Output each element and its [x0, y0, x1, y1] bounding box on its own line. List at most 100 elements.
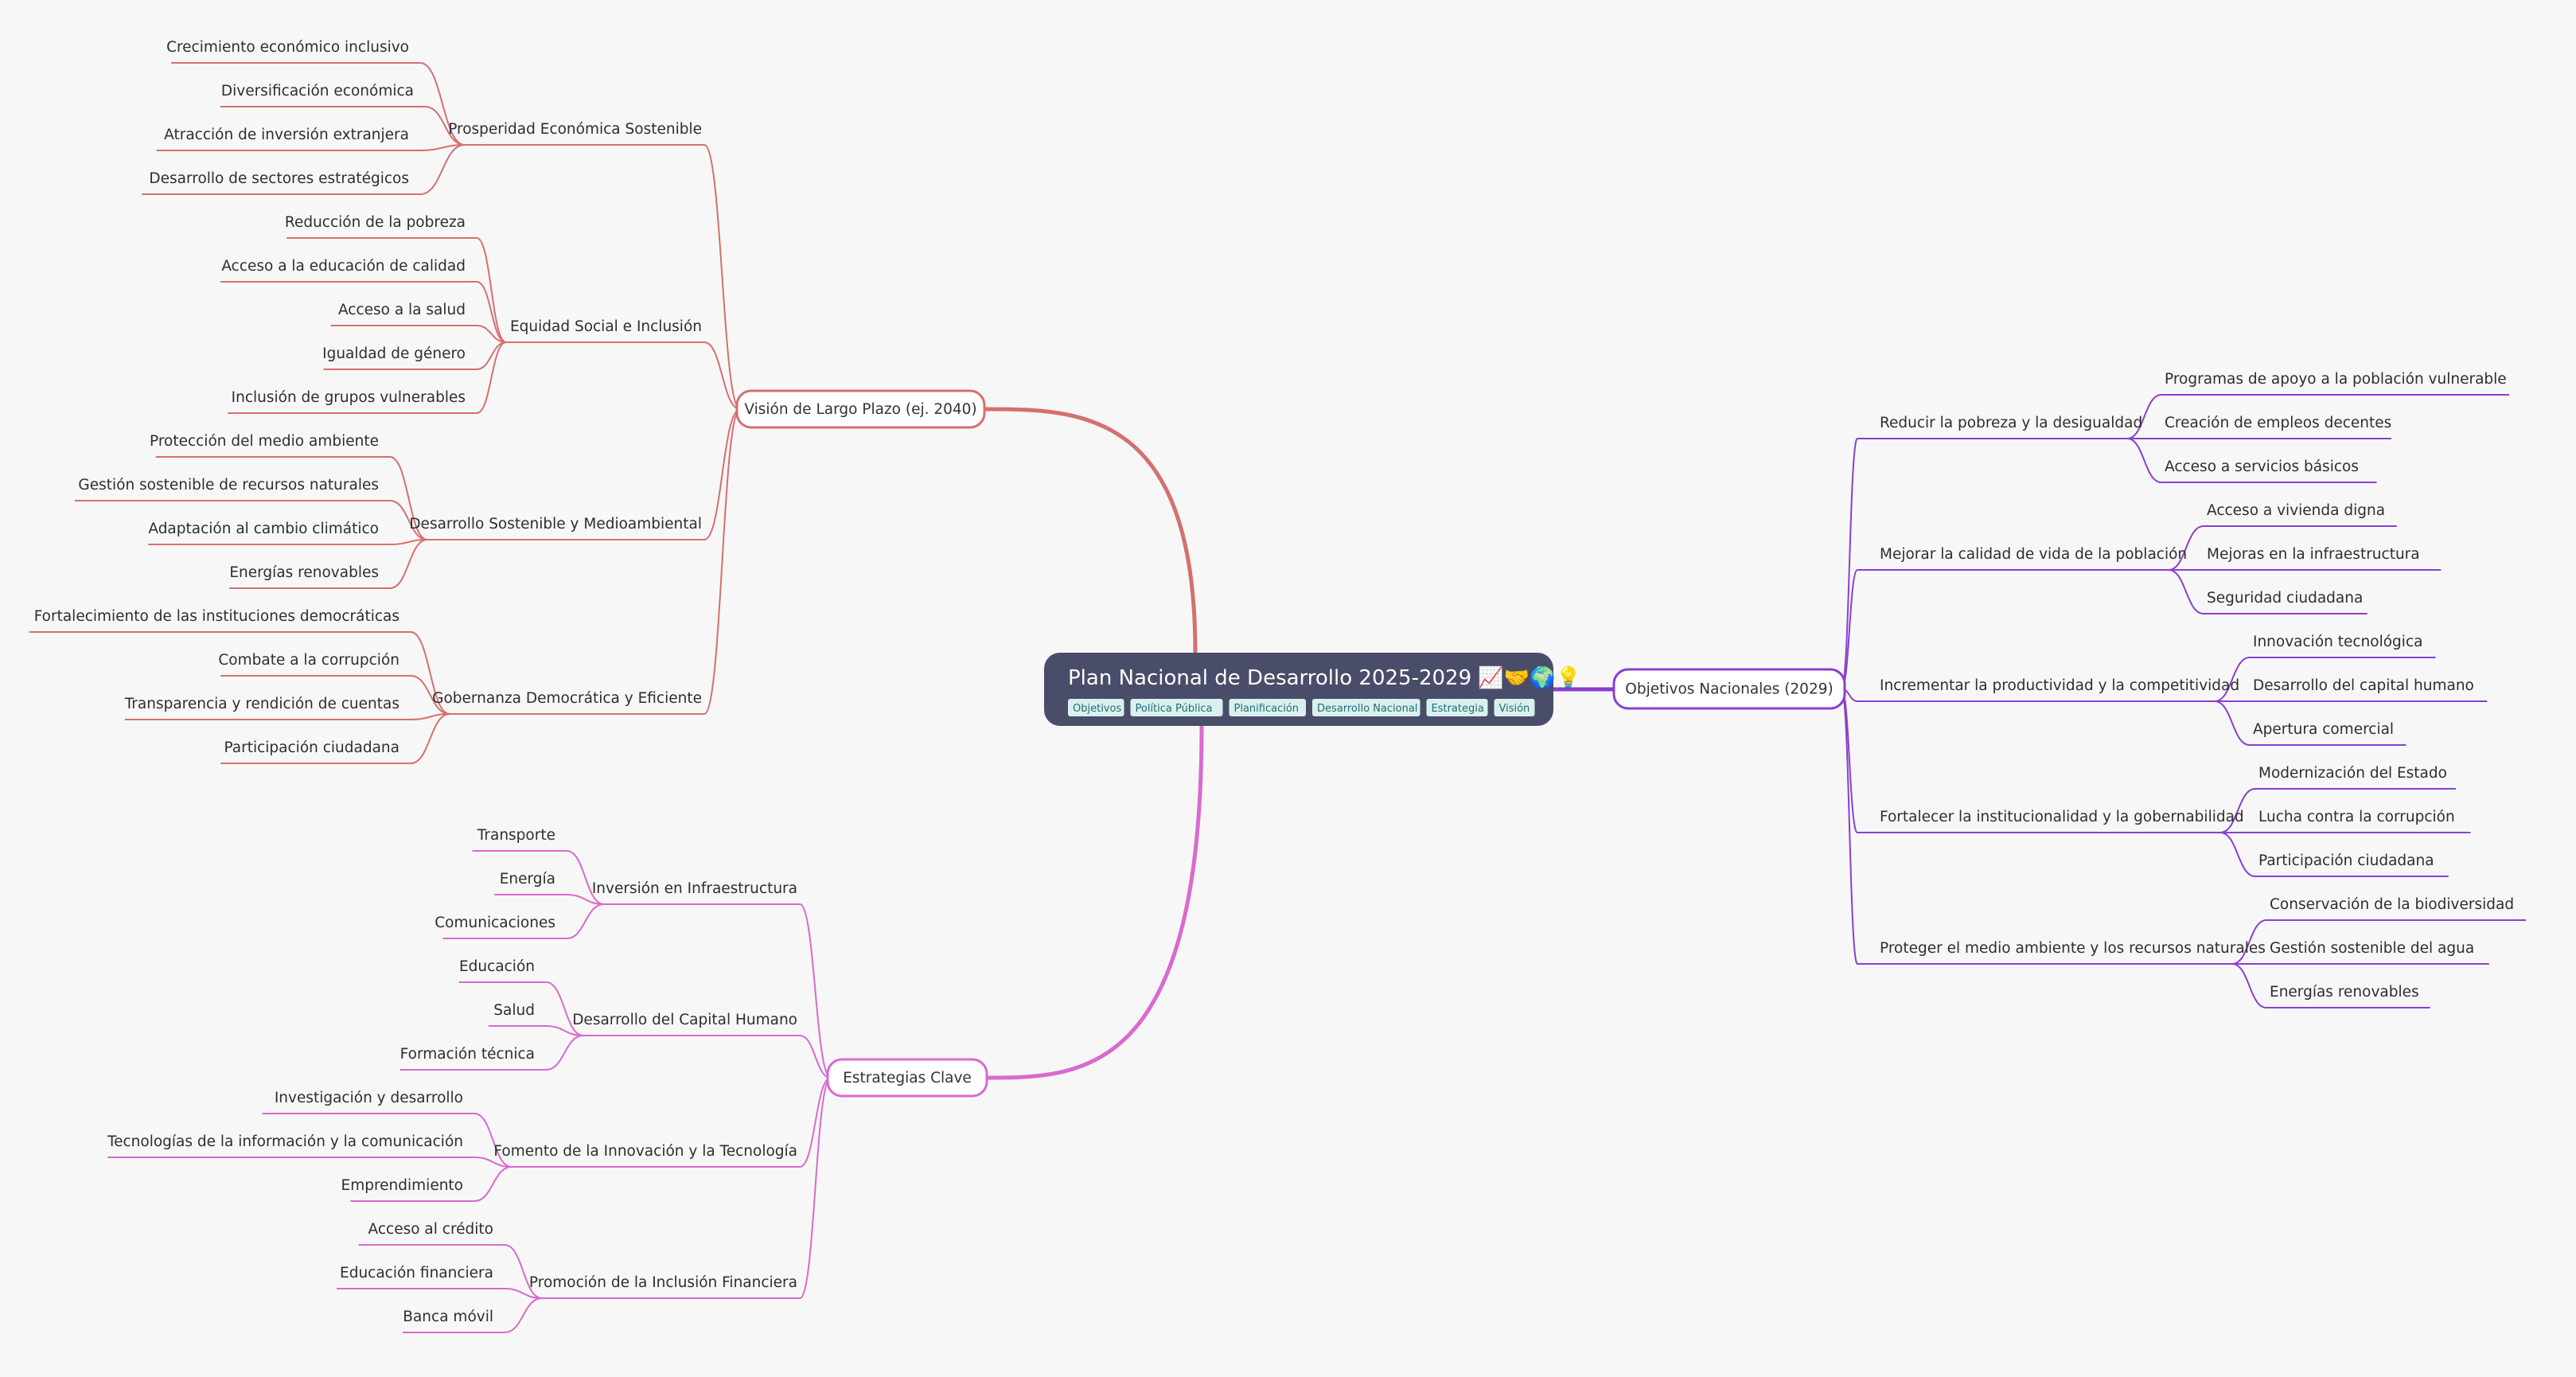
- leaf-banca-movil[interactable]: Banca móvil: [403, 1309, 493, 1325]
- leaf-educacion[interactable]: Educación: [459, 958, 535, 975]
- leaf-label: Energías renovables: [2270, 984, 2419, 1001]
- topic-incrementar-la-productividad-y-la-compet[interactable]: Incrementar la productividad y la compet…: [1880, 677, 2239, 694]
- leaf-label: Crecimiento económico inclusivo: [166, 39, 409, 56]
- leaf-reduccion-de-la-pobreza[interactable]: Reducción de la pobreza: [285, 214, 466, 231]
- topic-fortalecer-la-institucionalidad-y-la-gob[interactable]: Fortalecer la institucionalidad y la gob…: [1880, 809, 2244, 825]
- leaf-label: Investigación y desarrollo: [275, 1090, 463, 1106]
- root-node[interactable]: Plan Nacional de Desarrollo 2025-2029 📈🤝…: [1044, 653, 1581, 726]
- leaf-acceso-a-vivienda-digna[interactable]: Acceso a vivienda digna: [2207, 502, 2385, 519]
- tag-estrategia[interactable]: Estrategia: [1426, 699, 1488, 716]
- leaf-participacion-ciudadana[interactable]: Participación ciudadana: [224, 739, 399, 756]
- leaf-transporte[interactable]: Transporte: [477, 827, 555, 844]
- topic-mejorar-la-calidad-de-vida-de-la-poblaci[interactable]: Mejorar la calidad de vida de la poblaci…: [1880, 546, 2187, 563]
- leaf-participacion-ciudadana[interactable]: Participación ciudadana: [2258, 852, 2434, 869]
- branch-label: Visión de Largo Plazo (ej. 2040): [744, 401, 976, 418]
- topic-equidad-social-e-inclusion[interactable]: Equidad Social e Inclusión: [510, 318, 702, 335]
- connector-line: [2168, 569, 2204, 614]
- leaf-label: Energía: [500, 871, 555, 887]
- leaf-creacion-de-empleos-decentes[interactable]: Creación de empleos decentes: [2165, 415, 2391, 431]
- topic-label: Desarrollo Sostenible y Medioambiental: [409, 516, 702, 532]
- leaf-gestion-sostenible-del-agua[interactable]: Gestión sostenible del agua: [2270, 940, 2474, 957]
- leaf-label: Seguridad ciudadana: [2207, 590, 2363, 607]
- leaf-combate-a-la-corrupcion[interactable]: Combate a la corrupción: [218, 652, 399, 669]
- leaf-innovacion-tecnologica[interactable]: Innovación tecnológica: [2253, 634, 2422, 650]
- topic-label: Inversión en Infraestructura: [592, 880, 797, 897]
- leaf-mejoras-en-la-infraestructura[interactable]: Mejoras en la infraestructura: [2207, 546, 2420, 563]
- leaf-label: Tecnologías de la información y la comun…: [107, 1133, 463, 1150]
- leaf-lucha-contra-la-corrupcion[interactable]: Lucha contra la corrupción: [2258, 809, 2455, 825]
- leaf-energias-renovables[interactable]: Energías renovables: [2270, 984, 2419, 1001]
- leaf-label: Educación: [459, 958, 535, 975]
- leaf-emprendimiento[interactable]: Emprendimiento: [341, 1177, 463, 1194]
- topic-inversion-en-infraestructura[interactable]: Inversión en Infraestructura: [592, 880, 797, 897]
- leaf-inclusion-de-grupos-vulnerables[interactable]: Inclusión de grupos vulnerables: [232, 389, 466, 406]
- leaf-formacion-tecnica[interactable]: Formación técnica: [400, 1046, 535, 1063]
- connector-line: [389, 539, 428, 589]
- tag-planificacion[interactable]: Planificación: [1229, 699, 1307, 716]
- leaf-adaptacion-al-cambio-climatico[interactable]: Adaptación al cambio climático: [148, 521, 379, 537]
- topic-fomento-de-la-innovacion-y-la-tecnologia[interactable]: Fomento de la Innovación y la Tecnología: [493, 1143, 797, 1160]
- connector-line: [504, 1288, 543, 1299]
- tag-desarrollo-nacional[interactable]: Desarrollo Nacional: [1312, 699, 1421, 716]
- leaf-atraccion-de-inversion-extranjera[interactable]: Atracción de inversión extranjera: [164, 127, 409, 143]
- topic-label: Desarrollo del Capital Humano: [572, 1012, 797, 1028]
- leaf-label: Acceso a servicios básicos: [2165, 458, 2359, 475]
- leaf-label: Acceso a vivienda digna: [2207, 502, 2385, 519]
- leaf-transparencia-y-rendicion-de-cuentas[interactable]: Transparencia y rendición de cuentas: [124, 696, 399, 712]
- leaf-tecnologias-de-la-informacion-y-la-comun[interactable]: Tecnologías de la información y la comun…: [107, 1133, 463, 1150]
- leaf-desarrollo-de-sectores-estrategicos[interactable]: Desarrollo de sectores estratégicos: [149, 170, 409, 187]
- root-title: Plan Nacional de Desarrollo 2025-2029 📈🤝…: [1068, 665, 1581, 690]
- connector-line: [545, 1035, 584, 1071]
- tag-politica-publica[interactable]: Política Pública: [1130, 699, 1223, 716]
- leaf-acceso-a-la-salud[interactable]: Acceso a la salud: [338, 302, 466, 318]
- leaf-gestion-sostenible-de-recursos-naturales[interactable]: Gestión sostenible de recursos naturales: [78, 477, 379, 493]
- leaf-label: Salud: [493, 1002, 535, 1019]
- connector-line: [566, 894, 605, 905]
- leaf-desarrollo-del-capital-humano[interactable]: Desarrollo del capital humano: [2253, 677, 2474, 694]
- leaf-conservacion-de-la-biodiversidad[interactable]: Conservación de la biodiversidad: [2270, 896, 2514, 913]
- leaf-acceso-a-servicios-basicos[interactable]: Acceso a servicios básicos: [2165, 458, 2359, 475]
- leaf-acceso-a-la-educacion-de-calidad[interactable]: Acceso a la educación de calidad: [221, 258, 466, 275]
- leaf-programas-de-apoyo-a-la-poblacion-vulner[interactable]: Programas de apoyo a la población vulner…: [2165, 371, 2507, 388]
- connector-line: [474, 1157, 512, 1168]
- topic-reducir-la-pobreza-y-la-desigualdad[interactable]: Reducir la pobreza y la desigualdad: [1880, 415, 2142, 431]
- leaf-label: Gestión sostenible de recursos naturales: [78, 477, 379, 493]
- leaf-fortalecimiento-de-las-instituciones-dem[interactable]: Fortalecimiento de las instituciones dem…: [34, 608, 399, 625]
- leaf-diversificacion-economica[interactable]: Diversificación económica: [221, 83, 414, 99]
- branch-label: Estrategias Clave: [843, 1070, 972, 1086]
- branch-node-estrategias-clave[interactable]: Estrategias Clave: [826, 1058, 988, 1098]
- branch-node-objetivos-nacionales-2029[interactable]: Objetivos Nacionales (2029): [1612, 668, 1846, 710]
- leaf-energias-renovables[interactable]: Energías renovables: [229, 564, 379, 581]
- branch-box: [735, 389, 986, 429]
- leaf-salud[interactable]: Salud: [493, 1002, 535, 1019]
- leaf-comunicaciones[interactable]: Comunicaciones: [435, 915, 555, 931]
- connector-line: [476, 237, 507, 343]
- tag-vision[interactable]: Visión: [1494, 699, 1535, 716]
- topic-promocion-de-la-inclusion-financiera[interactable]: Promoción de la Inclusión Financiera: [529, 1274, 797, 1291]
- leaf-igualdad-de-genero[interactable]: Igualdad de género: [322, 345, 466, 362]
- tag-objetivos[interactable]: Objetivos: [1068, 699, 1124, 716]
- tag-chip: [1312, 699, 1421, 716]
- topic-desarrollo-sostenible-y-medioambiental[interactable]: Desarrollo Sostenible y Medioambiental: [409, 516, 702, 532]
- connector-line: [504, 1244, 543, 1299]
- leaf-crecimiento-economico-inclusivo[interactable]: Crecimiento económico inclusivo: [166, 39, 409, 56]
- leaf-acceso-al-credito[interactable]: Acceso al crédito: [368, 1221, 493, 1238]
- topic-label: Mejorar la calidad de vida de la poblaci…: [1880, 546, 2187, 563]
- leaf-modernizacion-del-estado[interactable]: Modernización del Estado: [2258, 765, 2447, 782]
- topic-proteger-el-medio-ambiente-y-los-recurso[interactable]: Proteger el medio ambiente y los recurso…: [1880, 940, 2266, 957]
- leaf-educacion-financiera[interactable]: Educación financiera: [340, 1265, 493, 1281]
- leaf-apertura-comercial[interactable]: Apertura comercial: [2253, 721, 2394, 738]
- branch-node-vision-de-largo-plazo-ej-2040[interactable]: Visión de Largo Plazo (ej. 2040): [735, 389, 986, 429]
- tag-label: Política Pública: [1136, 703, 1213, 715]
- connector-line: [566, 850, 605, 905]
- leaf-label: Formación técnica: [400, 1046, 535, 1063]
- leaf-proteccion-del-medio-ambiente[interactable]: Protección del medio ambiente: [150, 433, 379, 450]
- topic-gobernanza-democratica-y-eficiente[interactable]: Gobernanza Democrática y Eficiente: [432, 690, 702, 707]
- connector-line: [2126, 438, 2162, 483]
- leaf-energia[interactable]: Energía: [500, 871, 555, 887]
- connector-line: [424, 106, 466, 146]
- topic-desarrollo-del-capital-humano[interactable]: Desarrollo del Capital Humano: [572, 1012, 797, 1028]
- topic-prosperidad-economica-sostenible[interactable]: Prosperidad Económica Sostenible: [448, 121, 702, 138]
- leaf-seguridad-ciudadana[interactable]: Seguridad ciudadana: [2207, 590, 2363, 607]
- leaf-investigacion-y-desarrollo[interactable]: Investigación y desarrollo: [275, 1090, 463, 1106]
